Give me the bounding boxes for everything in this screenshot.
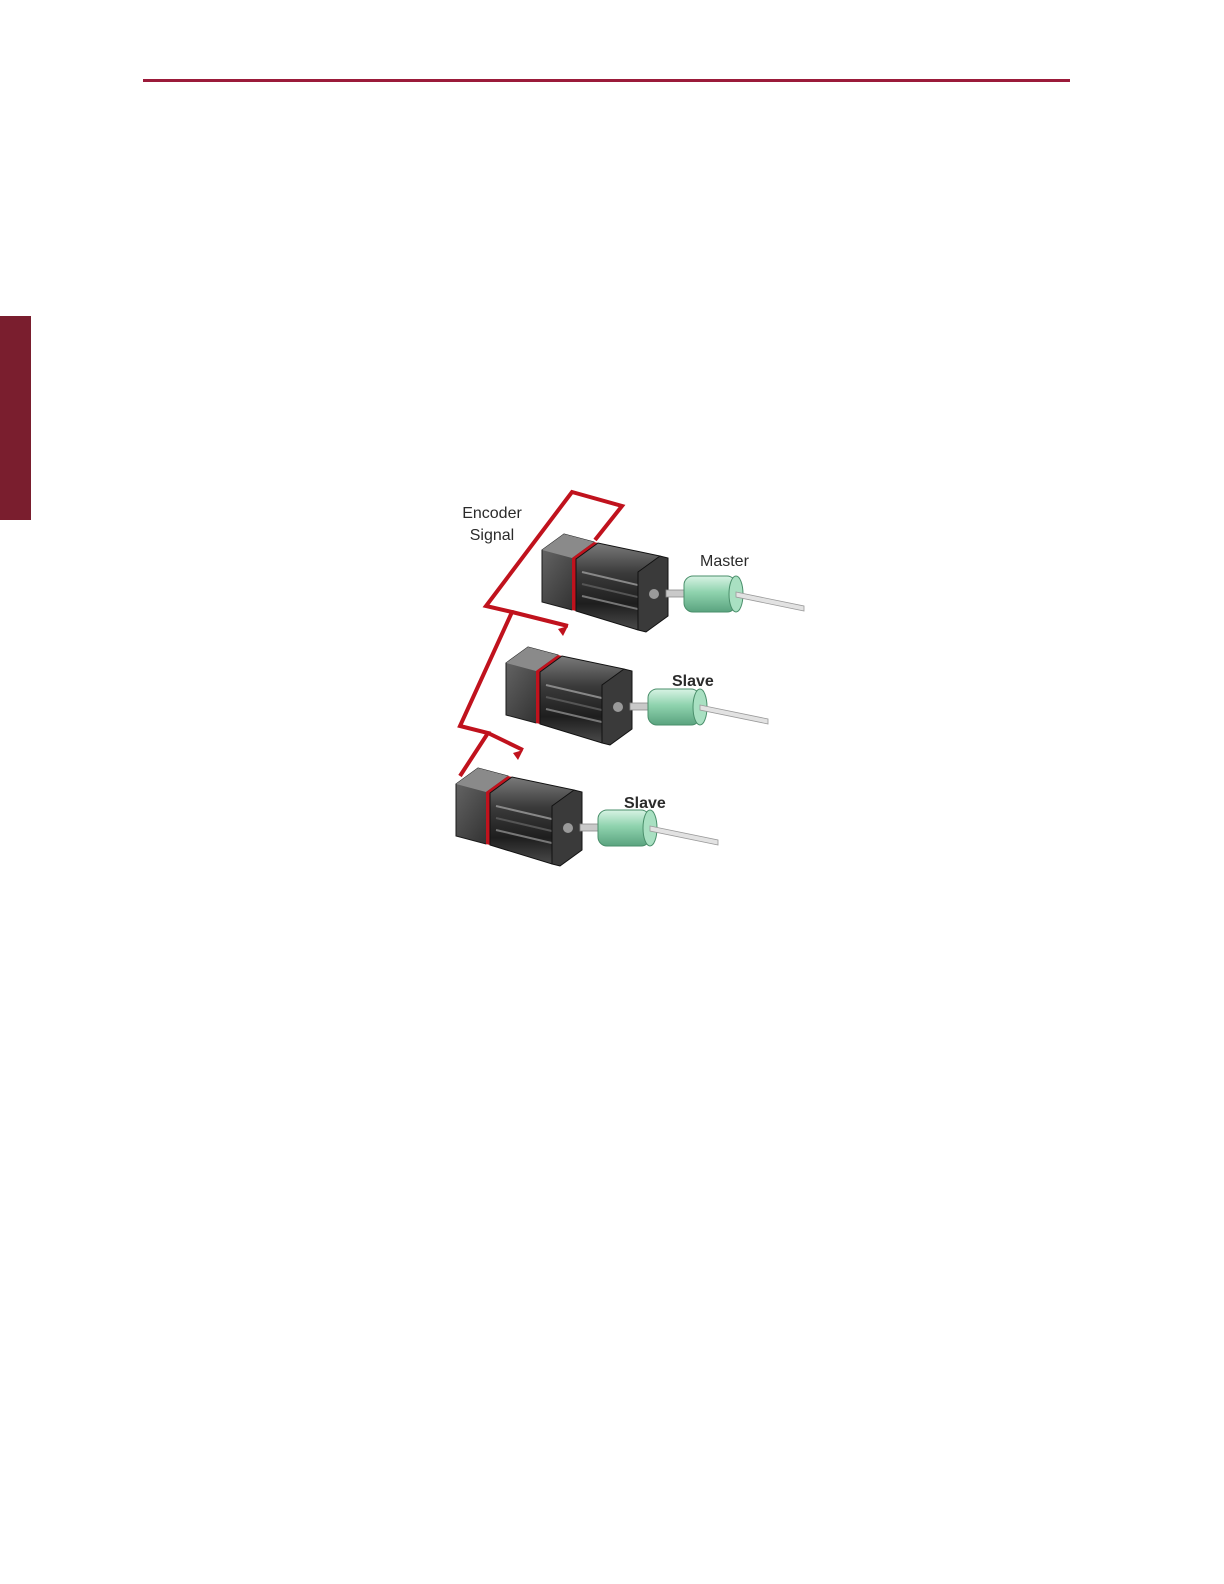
slave-label-1: Slave <box>672 673 714 690</box>
motor-slave-1 <box>506 647 768 745</box>
chapter-side-tab <box>0 316 31 520</box>
motor-slave-2 <box>456 768 718 866</box>
motor-master <box>542 534 804 632</box>
master-label: Master <box>700 553 750 570</box>
signal-arrow-to-slave-2 <box>513 750 523 760</box>
header-rule <box>143 79 1070 82</box>
master-slave-figure: Encoder Signal Master Slave Slave <box>420 480 820 880</box>
encoder-signal-label-2: Signal <box>470 527 514 544</box>
slave-label-2: Slave <box>624 795 666 812</box>
encoder-signal-label: Encoder <box>462 505 522 522</box>
